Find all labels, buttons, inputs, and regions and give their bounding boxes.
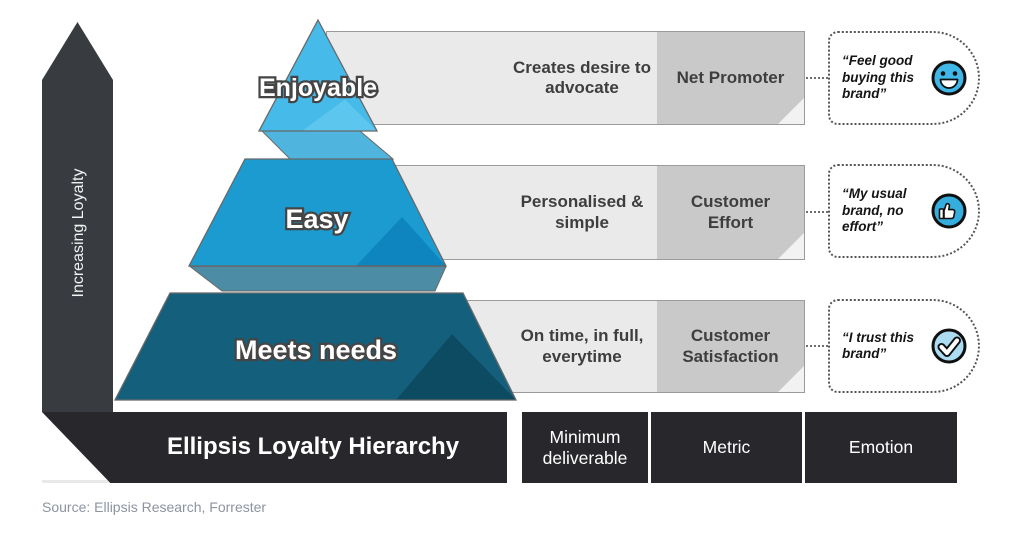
deliverable-text: On time, in full, everytime [520,326,644,366]
smiley-face-icon [931,60,967,96]
dotted-connector [806,345,828,347]
dotted-connector [806,77,828,79]
diagram-title: Ellipsis Loyalty Hierarchy [166,433,460,461]
corner-notch [778,233,804,259]
arrow-label: Increasing Loyalty [70,169,87,298]
metric-section: Customer Effort [657,166,804,259]
row-easy-bar: Personalised & simple Customer Effort [390,165,805,260]
row-meets-needs-bar: On time, in full, everytime Customer Sat… [440,300,805,393]
pyramid-label-meets-needs: Meets needs [235,335,397,365]
check-mark-icon [931,328,967,364]
footer-column-label: Metric [702,437,751,458]
emotion-quote: “I trust this brand” [842,329,915,361]
pyramid-label-easy: Easy [285,204,348,234]
emotion-bubble-easy: “My usual brand, no effort” [828,164,980,258]
footer-column-minimum-deliverable: Minimum deliverable [522,412,648,483]
metric-text: Net Promoter [676,67,785,87]
source-attribution: Source: Ellipsis Research, Forrester [42,499,267,515]
emotion-bubble-enjoyable: “Feel good buying this brand” [828,31,980,125]
metric-text: Customer Satisfaction [682,326,779,366]
dotted-connector [806,211,828,213]
corner-notch [778,98,804,124]
footer-title-banner: Ellipsis Loyalty Hierarchy [42,412,507,483]
footer-column-label: Minimum deliverable [542,426,628,468]
footer-baseline-rule [42,480,114,483]
corner-notch [778,366,804,392]
deliverable-text: Personalised & simple [520,192,644,232]
increasing-loyalty-arrow [42,22,113,412]
emotion-quote: “My usual brand, no effort” [842,186,907,235]
emotion-bubble-meets-needs: “I trust this brand” [828,299,980,393]
thumbs-up-icon [931,193,967,229]
metric-section: Net Promoter [657,32,804,124]
pyramid-connector-lower [188,266,447,292]
metric-section: Customer Satisfaction [657,301,804,392]
deliverable-text: Creates desire to advocate [513,57,651,97]
row-enjoyable-bar: Creates desire to advocate Net Promoter [326,31,805,125]
emotion-quote: “Feel good buying this brand” [842,53,914,102]
metric-text: Customer Effort [690,192,771,232]
pyramid-connector-upper [260,130,395,160]
footer-column-metric: Metric [651,412,802,483]
footer-column-emotion: Emotion [805,412,957,483]
footer-column-label: Emotion [848,437,914,458]
